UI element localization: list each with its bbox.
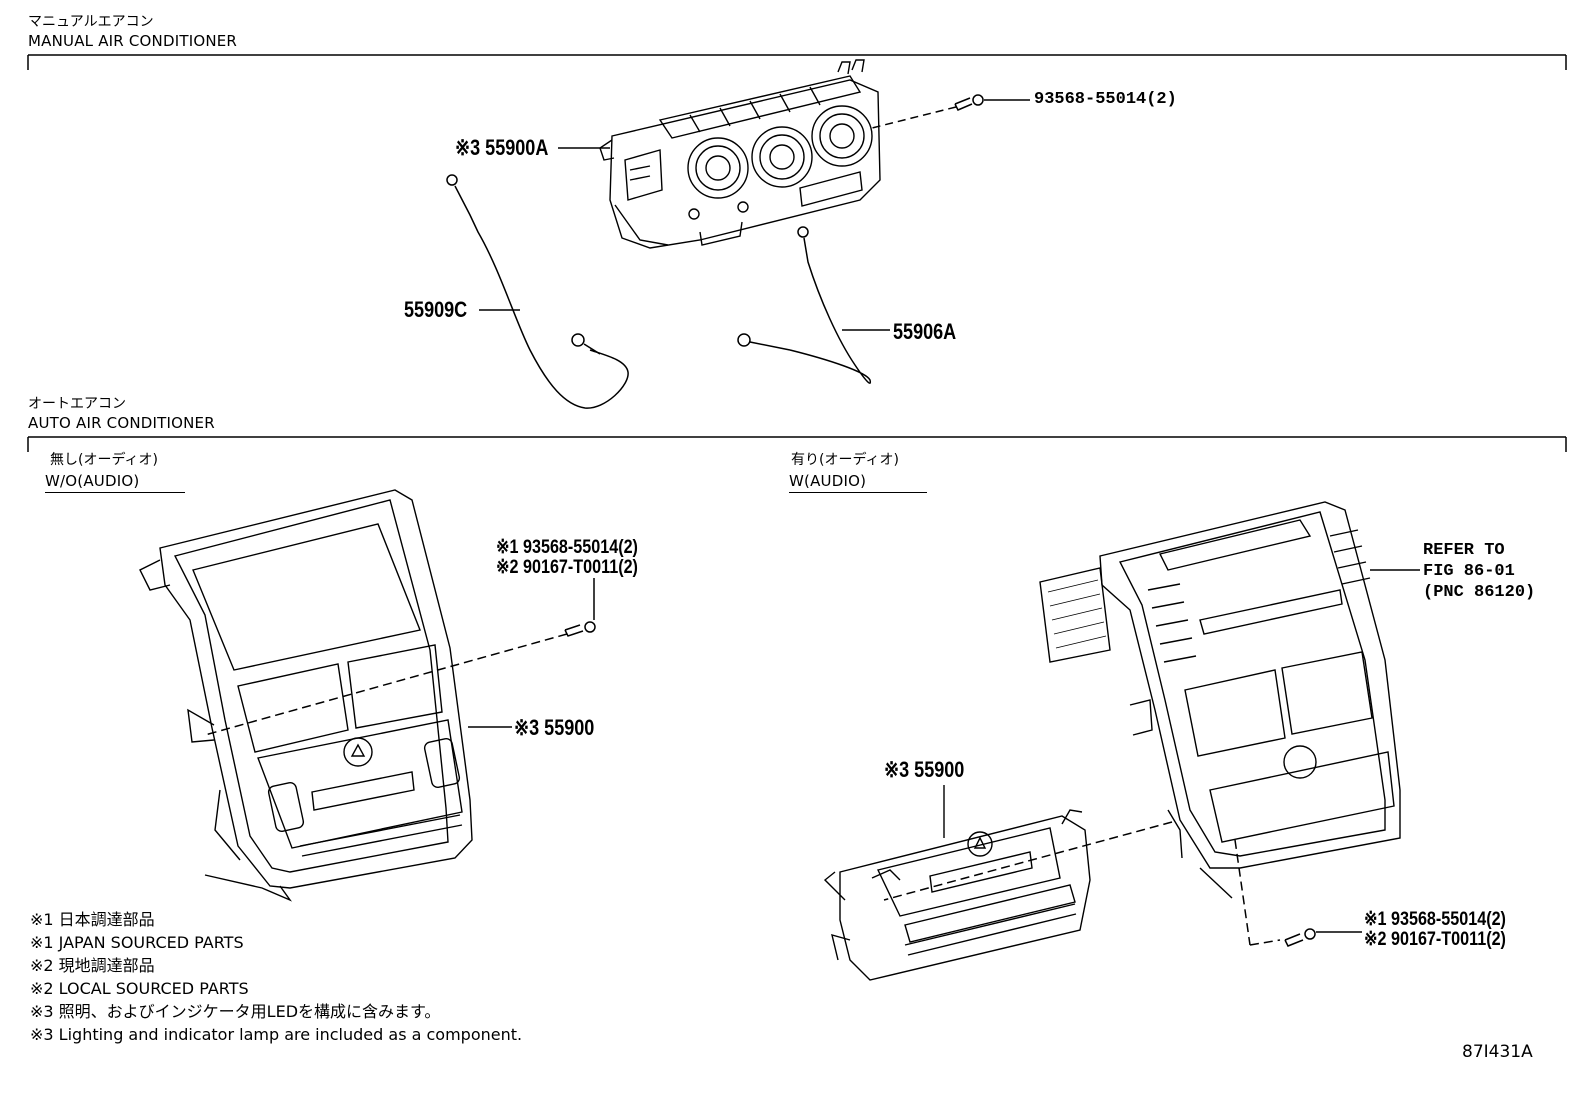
manual-ac-unit-drawing: [599, 59, 881, 249]
variant-w-audio-jp: 有り(オーディオ): [791, 452, 899, 468]
auto-section-bracket: [27, 436, 1567, 452]
refer-line-3: (PNC 86120): [1423, 583, 1536, 602]
auto-wo-audio-unit-drawing: [139, 489, 473, 902]
part-label-w-unit: ※3 55900: [884, 757, 965, 782]
manual-screw-drawing: [871, 94, 1030, 129]
auto-w-audio-small-unit-drawing: [823, 785, 1091, 981]
auto-wo-screw-drawing: [204, 578, 596, 736]
note-line: ※3 照明、およびインジケータ用LEDを構成に含みます。: [30, 1002, 441, 1021]
part-label-manual-unit: ※3 55900A: [455, 135, 549, 160]
variant-wo-audio-jp: 無し(オーディオ): [50, 452, 158, 468]
variant-wo-audio-en: W/O(AUDIO): [45, 473, 185, 493]
variant-w-audio-en: W(AUDIO): [789, 473, 927, 493]
part-label-wo-screw-1: ※1 93568-55014(2): [496, 537, 638, 558]
part-label-cable-c: 55909C: [404, 297, 468, 322]
manual-section-bracket: [27, 54, 1567, 70]
notes-block: ※1 日本調達部品 ※1 JAPAN SOURCED PARTS ※2 現地調達…: [30, 908, 522, 1046]
figure-id: 87I431A: [1462, 1042, 1533, 1062]
part-label-wo-unit: ※3 55900: [514, 715, 595, 740]
refer-line-2: FIG 86-01: [1423, 562, 1515, 581]
part-label-manual-screw: 93568-55014(2): [1034, 90, 1177, 109]
note-line: ※1 日本調達部品: [30, 910, 155, 929]
note-line: ※2 現地調達部品: [30, 956, 155, 975]
auto-w-audio-panel-drawing: [1039, 501, 1420, 899]
part-label-wo-screw-2: ※2 90167-T0011(2): [496, 557, 638, 578]
refer-line-1: REFER TO: [1423, 541, 1505, 560]
cable-55909c-drawing: [446, 174, 629, 409]
part-label-cable-a: 55906A: [893, 319, 957, 344]
note-line: ※1 JAPAN SOURCED PARTS: [30, 933, 244, 952]
cable-55906a-drawing: [737, 226, 890, 384]
part-label-w-screw-2: ※2 90167-T0011(2): [1364, 929, 1506, 950]
auto-section-title-en: AUTO AIR CONDITIONER: [28, 414, 215, 432]
part-label-w-screw-1: ※1 93568-55014(2): [1364, 909, 1506, 930]
auto-section-title-jp: オートエアコン: [28, 396, 126, 412]
auto-w-screw-drawing: [883, 821, 1362, 947]
note-line: ※2 LOCAL SOURCED PARTS: [30, 979, 249, 998]
manual-section-title-en: MANUAL AIR CONDITIONER: [28, 32, 238, 50]
note-line: ※3 Lighting and indicator lamp are inclu…: [30, 1025, 523, 1044]
manual-section-title-jp: マニュアルエアコン: [28, 14, 154, 30]
